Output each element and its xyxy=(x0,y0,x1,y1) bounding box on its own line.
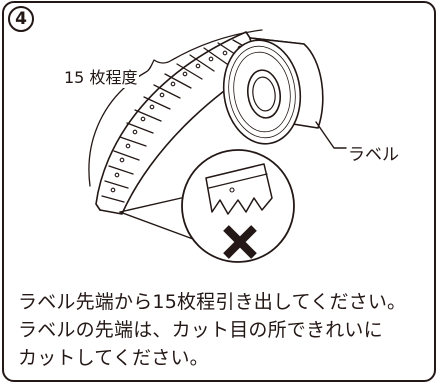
label-roll-illustration xyxy=(88,29,347,263)
instruction-line-2: ラベルの先端は、カット目の所できれいに xyxy=(18,319,383,341)
count-bracket xyxy=(88,29,263,187)
label-count-text: 15 枚程度 xyxy=(62,64,140,88)
instruction-line-1: ラベル先端から15枚程引き出してください。 xyxy=(18,291,407,313)
detail-callout xyxy=(119,149,295,263)
cross-mark-icon xyxy=(223,225,257,259)
roll-label-text: ラベル xyxy=(348,145,399,165)
instruction-text: ラベル先端から15枚程引き出してください。 ラベルの先端は、カット目の所できれい… xyxy=(18,288,428,372)
roll-label-leader xyxy=(315,121,347,149)
label-roll xyxy=(222,37,324,145)
step-number-badge: 4 xyxy=(8,6,34,32)
instruction-line-3: カットしてください。 xyxy=(18,347,209,369)
